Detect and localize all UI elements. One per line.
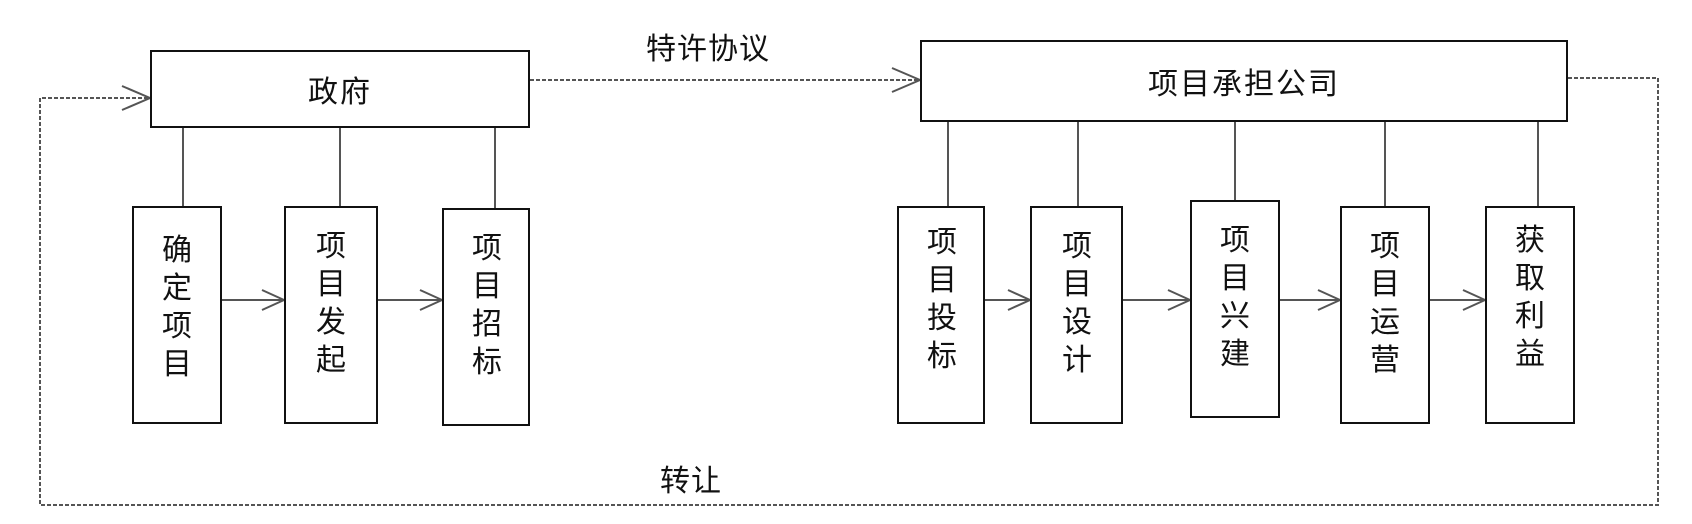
- gov-step-3: 项目招标: [442, 208, 530, 426]
- gov-step-2: 项目发起: [284, 206, 378, 424]
- company-step-2: 项目设计: [1030, 206, 1123, 424]
- gov-step-2-label: 项目发起: [316, 229, 346, 378]
- company-step-4: 项目运营: [1340, 206, 1430, 424]
- government-box: 政府: [150, 50, 530, 128]
- company-step-5: 获取利益: [1485, 206, 1575, 424]
- government-label: 政府: [308, 75, 372, 110]
- company-step-1-label: 项目投标: [927, 225, 957, 374]
- transfer-loop-line: [39, 77, 1659, 506]
- company-step-3: 项目兴建: [1190, 200, 1280, 418]
- gov-step-1: 确定项目: [132, 206, 222, 424]
- company-step-5-label: 获取利益: [1515, 223, 1545, 372]
- company-step-1: 项目投标: [897, 206, 985, 424]
- company-step-3-label: 项目兴建: [1220, 223, 1250, 372]
- gov-step-1-label: 确定项目: [162, 233, 192, 382]
- company-step-4-label: 项目运营: [1370, 229, 1400, 378]
- gov-step-3-label: 项目招标: [472, 231, 502, 380]
- company-box: 项目承担公司: [920, 40, 1568, 122]
- company-label: 项目承担公司: [1148, 67, 1340, 102]
- agreement-label: 特许协议: [646, 32, 770, 67]
- transfer-label: 转让: [660, 464, 722, 499]
- company-step-2-label: 项目设计: [1062, 229, 1092, 378]
